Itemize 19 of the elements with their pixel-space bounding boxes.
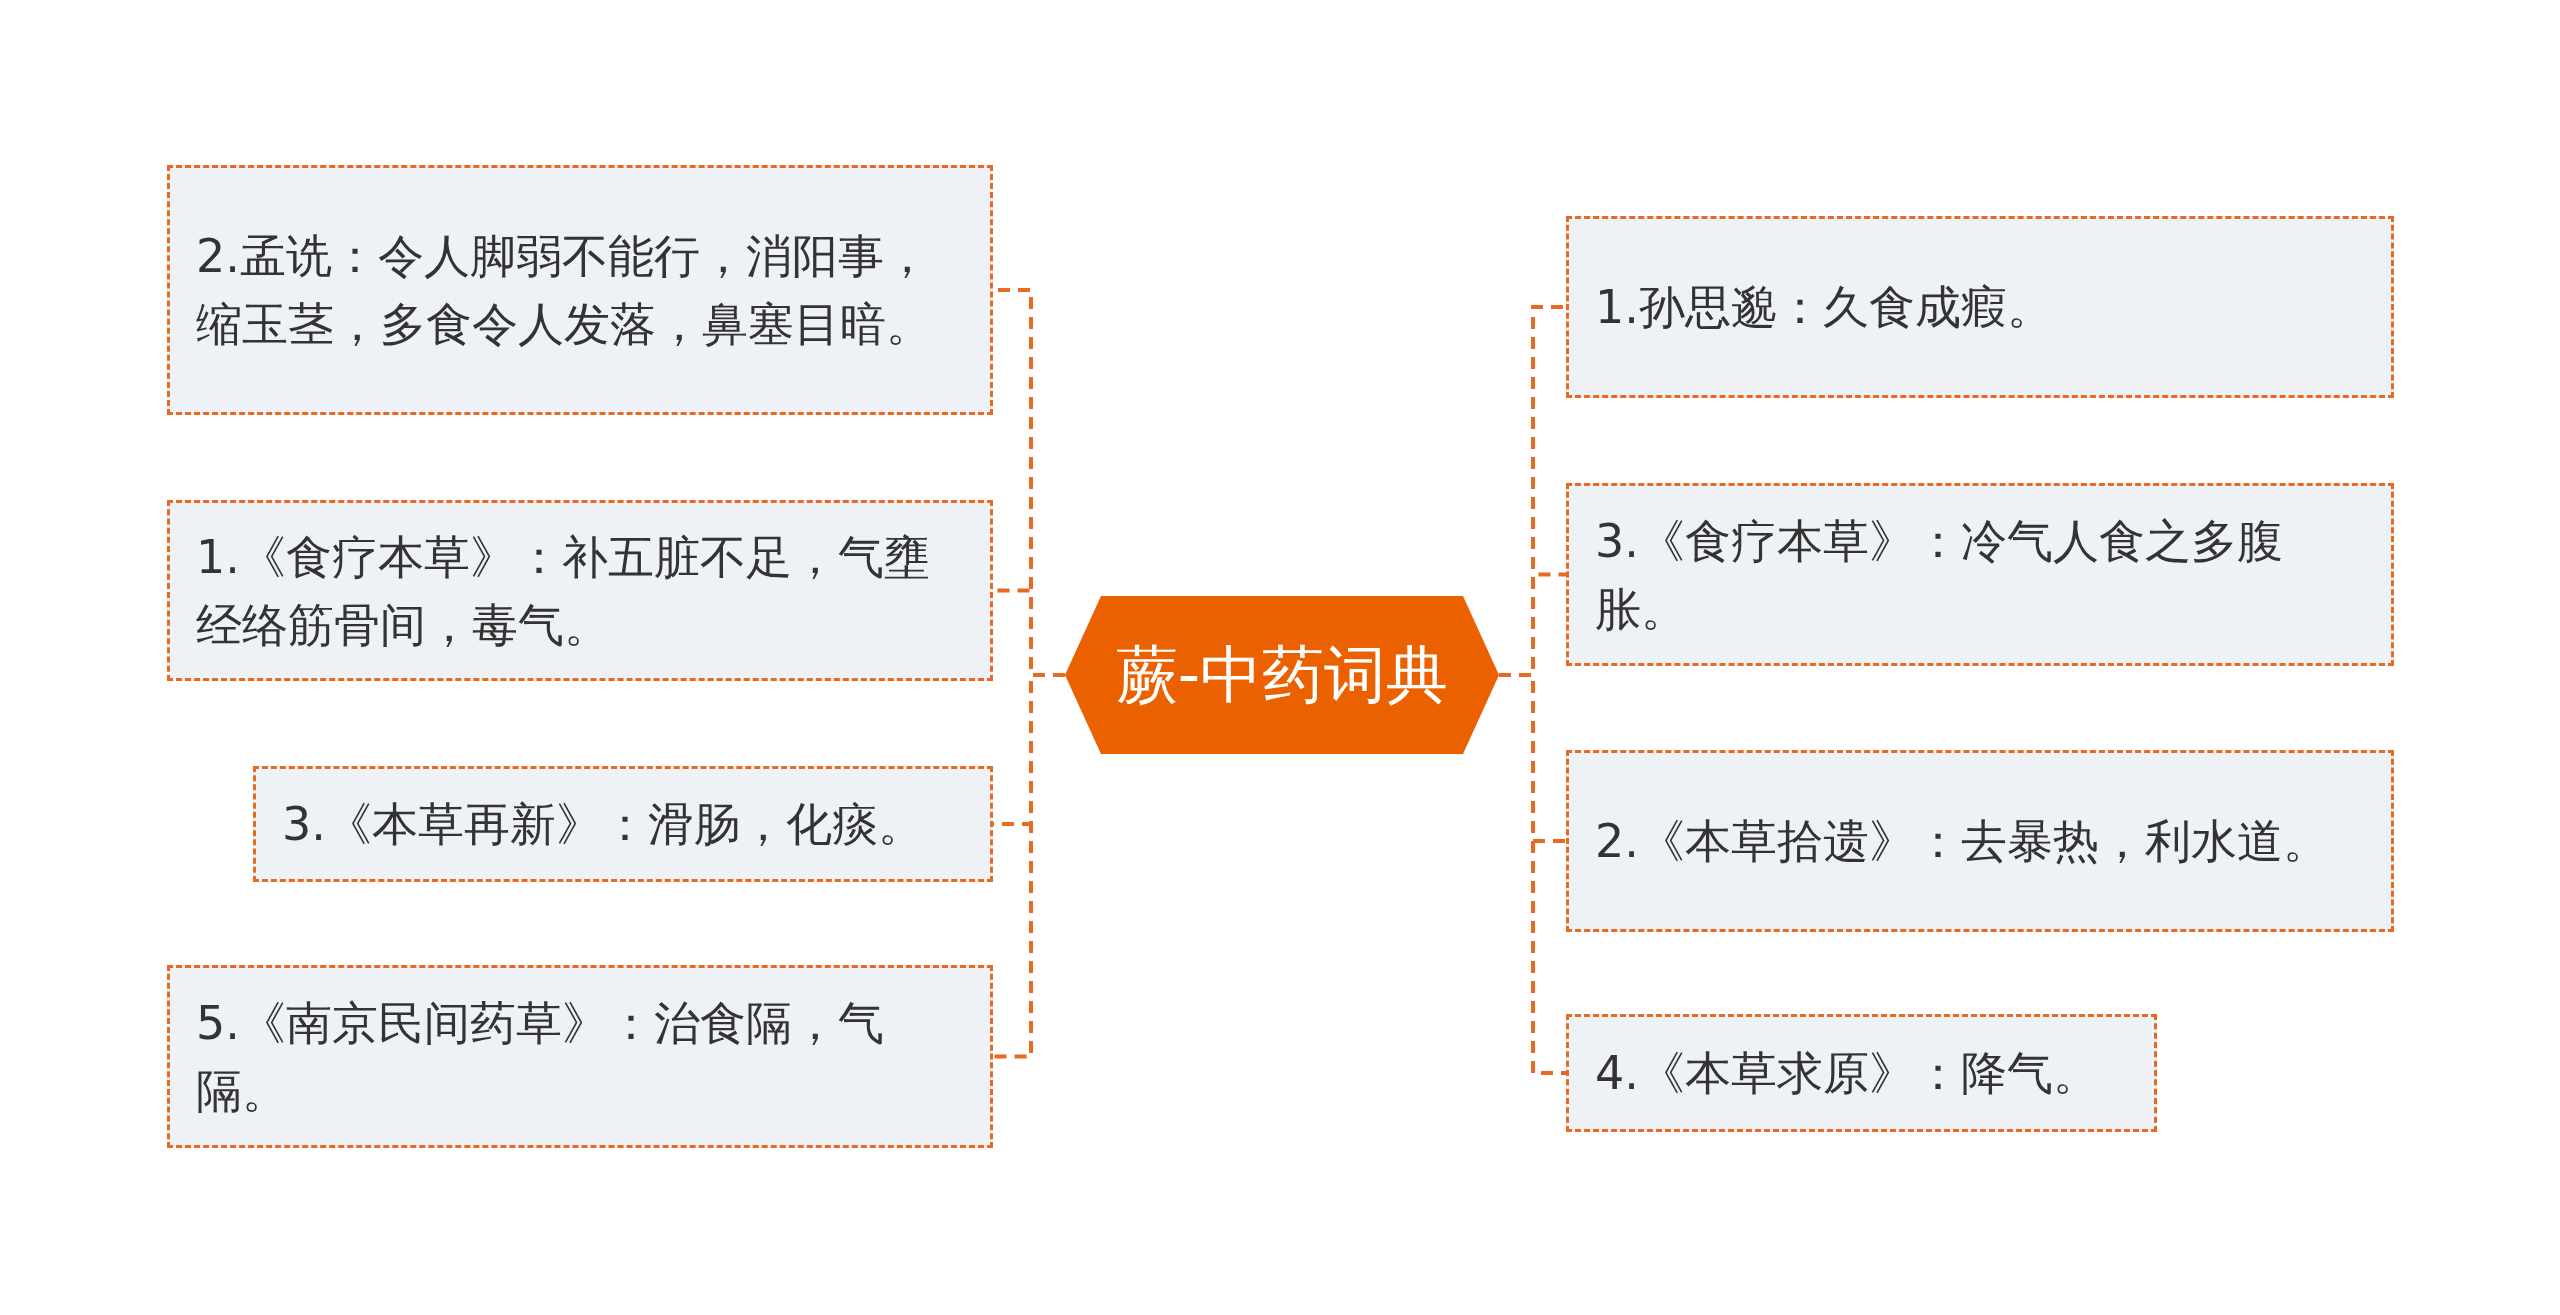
note-text: 2.孟诜：令人脚弱不能行，消阳事，缩玉茎，多食令人发落，鼻塞目暗。 — [196, 228, 933, 353]
note-text: 3.《食疗本草》：冷气人食之多腹胀。 — [1595, 512, 2284, 638]
note-text: 3.《本草再新》：滑肠，化痰。 — [282, 796, 924, 853]
note-text: 2.《本草拾遗》：去暴热，利水道。 — [1595, 813, 2329, 870]
note-box — [1566, 216, 2394, 398]
connector-line — [1499, 673, 1566, 1075]
note-text: 1.《食疗本草》：补五脏不足，气壅经络筋骨间，毒气。 — [196, 528, 931, 654]
connector-line — [993, 673, 1065, 1059]
topic-text: 蕨-中药词典 — [1115, 637, 1449, 713]
note-box — [1566, 750, 2394, 932]
note-box — [167, 165, 993, 415]
note-text: 4.《本草求原》：降气。 — [1595, 1045, 2099, 1102]
note-box — [1566, 483, 2394, 666]
note-text: 1.孙思邈：久食成瘕。 — [1595, 279, 2053, 336]
note-box — [253, 766, 993, 882]
note-box — [1566, 1014, 2157, 1132]
note-box — [167, 965, 993, 1148]
note-box — [167, 500, 993, 681]
note-text: 5.《南京民间药草》：治食隔，气隔。 — [196, 994, 885, 1120]
